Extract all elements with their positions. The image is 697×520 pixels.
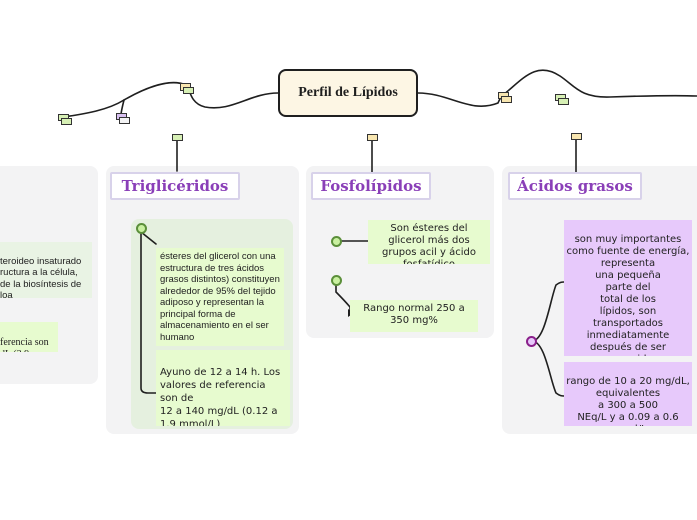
- left-note-1[interactable]: teroideo insaturado ructura a la célula,…: [0, 242, 92, 298]
- note-icon[interactable]: [183, 87, 194, 94]
- bullet-dot-icon[interactable]: [136, 223, 147, 234]
- left-note-2[interactable]: ferencia son dL (3.9 a: [0, 322, 58, 352]
- heading-trigliceridos[interactable]: Triglicéridos: [110, 172, 240, 200]
- acidos-grasos-note-2[interactable]: rango de 10 a 20 mg/dL, equivalentes a 3…: [564, 362, 692, 426]
- heading-acidos-grasos[interactable]: Ácidos grasos: [508, 172, 642, 200]
- trigliceridos-note-1[interactable]: ésteres del glicerol con una estructura …: [156, 248, 284, 346]
- acidos-grasos-note-1[interactable]: son muy importantes como fuente de energ…: [564, 220, 692, 356]
- fosfolipidos-note-2[interactable]: Rango normal 250 a 350 mg%: [350, 300, 478, 332]
- note-icon[interactable]: [571, 133, 582, 140]
- trigliceridos-note-2[interactable]: Ayuno de 12 a 14 h. Los valores de refer…: [156, 350, 290, 426]
- central-title: Perfil de Lípidos: [298, 85, 398, 100]
- fosfolipidos-note-1[interactable]: Son ésteres del glicerol más dos grupos …: [368, 220, 490, 264]
- note-icon[interactable]: [558, 98, 569, 105]
- bullet-dot-icon[interactable]: [526, 336, 537, 347]
- central-topic[interactable]: Perfil de Lípidos: [278, 69, 418, 117]
- note-icon[interactable]: [61, 118, 72, 125]
- note-icon[interactable]: [501, 96, 512, 103]
- bullet-dot-icon[interactable]: [331, 236, 342, 247]
- bullet-dot-icon[interactable]: [331, 275, 342, 286]
- heading-fosfolipidos[interactable]: Fosfolípidos: [311, 172, 431, 200]
- note-icon[interactable]: [119, 117, 130, 124]
- note-icon[interactable]: [172, 134, 183, 141]
- note-icon[interactable]: [367, 134, 378, 141]
